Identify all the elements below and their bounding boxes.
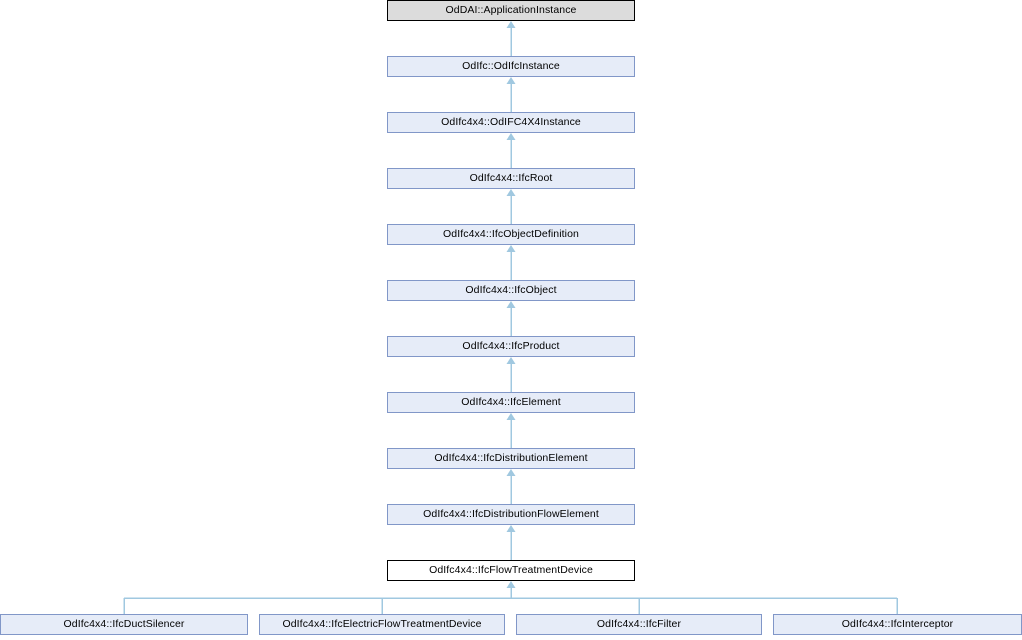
class-label: OdIfc4x4::IfcDistributionElement (434, 452, 588, 464)
inheritance-arrow-7 (506, 357, 516, 364)
derived-riser-arrow (506, 581, 516, 588)
class-label: OdIfc4x4::IfcInterceptor (841, 618, 954, 630)
class-box-6[interactable]: OdIfc4x4::IfcProduct (387, 336, 635, 357)
class-box-2[interactable]: OdIfc4x4::OdIFC4X4Instance (387, 112, 635, 133)
inheritance-arrow-9 (506, 469, 516, 476)
class-box-0[interactable]: OdDAI::ApplicationInstance (387, 0, 635, 21)
class-label: OdIfc4x4::IfcObjectDefinition (443, 228, 579, 240)
inheritance-arrow-2 (506, 77, 516, 84)
derived-class-box-2[interactable]: OdIfc4x4::IfcFilter (516, 614, 762, 635)
inheritance-arrow-8 (506, 413, 516, 420)
class-box-10[interactable]: OdIfc4x4::IfcFlowTreatmentDevice (387, 560, 635, 581)
derived-class-box-0[interactable]: OdIfc4x4::IfcDuctSilencer (0, 614, 248, 635)
class-label: OdIfc4x4::IfcProduct (462, 340, 560, 352)
class-label: OdIfc4x4::IfcDistributionFlowElement (423, 508, 599, 520)
class-label: OdIfc4x4::IfcElement (461, 396, 561, 408)
class-label: OdIfc4x4::IfcFlowTreatmentDevice (429, 564, 593, 576)
class-box-1[interactable]: OdIfc::OdIfcInstance (387, 56, 635, 77)
class-box-5[interactable]: OdIfc4x4::IfcObject (387, 280, 635, 301)
class-label: OdIfc4x4::IfcRoot (469, 172, 553, 184)
class-label: OdIfc4x4::IfcElectricFlowTreatmentDevice (282, 618, 482, 630)
class-label: OdIfc4x4::IfcFilter (596, 618, 682, 630)
derived-class-box-3[interactable]: OdIfc4x4::IfcInterceptor (773, 614, 1022, 635)
inheritance-arrow-6 (506, 301, 516, 308)
class-box-7[interactable]: OdIfc4x4::IfcElement (387, 392, 635, 413)
inheritance-arrow-4 (506, 189, 516, 196)
class-label: OdIfc4x4::OdIFC4X4Instance (441, 116, 581, 128)
class-label: OdIfc4x4::IfcObject (465, 284, 557, 296)
class-box-3[interactable]: OdIfc4x4::IfcRoot (387, 168, 635, 189)
inheritance-arrow-1 (506, 21, 516, 28)
class-label: OdDAI::ApplicationInstance (445, 4, 577, 16)
class-label: OdIfc4x4::IfcDuctSilencer (63, 618, 185, 630)
derived-class-box-1[interactable]: OdIfc4x4::IfcElectricFlowTreatmentDevice (259, 614, 505, 635)
inheritance-arrow-5 (506, 245, 516, 252)
class-box-9[interactable]: OdIfc4x4::IfcDistributionFlowElement (387, 504, 635, 525)
class-box-8[interactable]: OdIfc4x4::IfcDistributionElement (387, 448, 635, 469)
inheritance-arrow-3 (506, 133, 516, 140)
class-box-4[interactable]: OdIfc4x4::IfcObjectDefinition (387, 224, 635, 245)
inheritance-arrow-10 (506, 525, 516, 532)
class-label: OdIfc::OdIfcInstance (462, 60, 560, 72)
